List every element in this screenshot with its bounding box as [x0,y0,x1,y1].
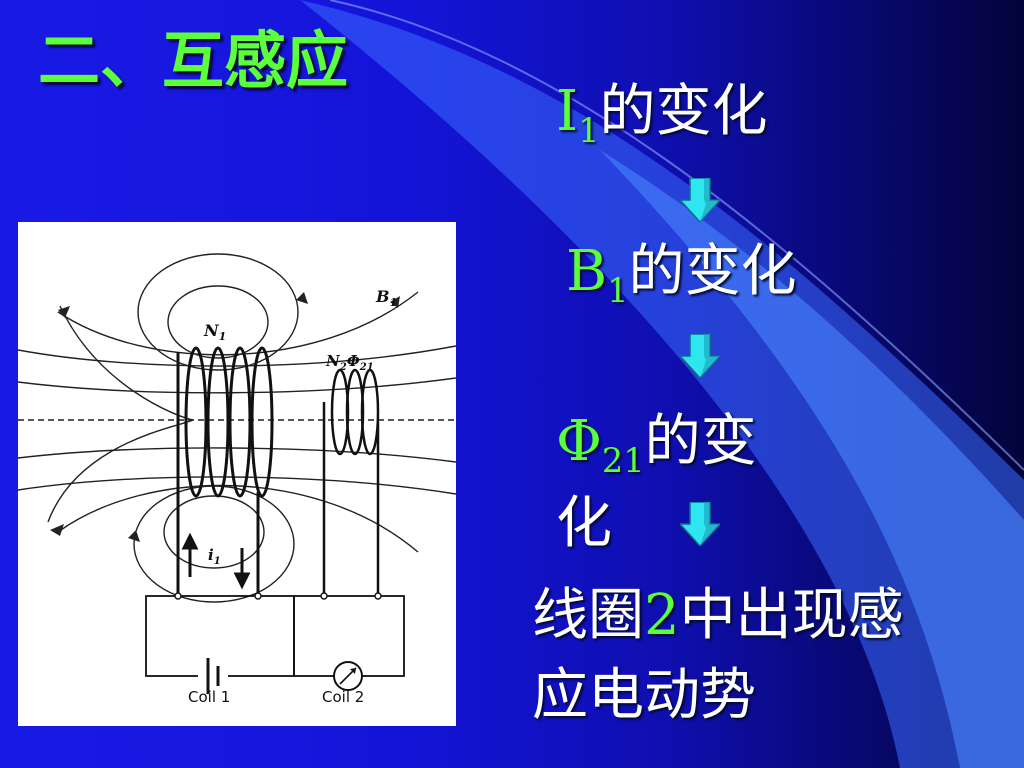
mutual-induction-diagram: B1 N1 N2Φ21 i1 Coil 1 Coil 2 [18,222,456,726]
label-n1: N1 [203,321,226,343]
coil-diagram-svg: B1 N1 N2Φ21 i1 Coil 1 Coil 2 [18,253,456,706]
step-symbol: B [566,239,608,304]
step-text: 的变化 [628,239,797,304]
label-coil1: Coil 1 [188,688,230,706]
down-arrow-icon [680,334,720,378]
step-text: 的变化 [599,79,768,144]
title-text: 二、互感应 [38,24,349,97]
step-b1: B1的变化 [566,239,797,310]
step-subscript: 1 [578,110,600,150]
label-b1: B1 [375,287,397,309]
down-arrow-icon [680,178,720,222]
label-i1: i1 [208,546,221,567]
step-subscript: 1 [607,270,629,310]
label-coil2: Coil 2 [322,688,364,706]
slide-title: 二、互感应 [38,30,348,92]
label-n2-phi21: N2Φ21 [325,352,374,373]
conclusion-line2: 应电动势 [532,663,756,728]
conclusion-suffix: 中出现感 [679,583,904,648]
step-text-line1: 的变 [644,409,757,474]
conclusion-line2-text: 应电动势 [532,663,756,728]
step-phi21-line2: 化 [556,491,612,556]
step-symbol: I [556,79,579,144]
conclusion-prefix: 线圈 [532,583,644,648]
step-subscript: 21 [601,440,645,480]
step-symbol: Φ [556,409,602,474]
step-text-line2: 化 [556,491,612,556]
down-arrow-icon [680,502,720,546]
conclusion-number: 2 [644,583,680,648]
step-i1: I1的变化 [556,79,768,150]
step-phi21: Φ21的变 [556,409,757,480]
conclusion-line1: 线圈2中出现感 [532,583,904,648]
